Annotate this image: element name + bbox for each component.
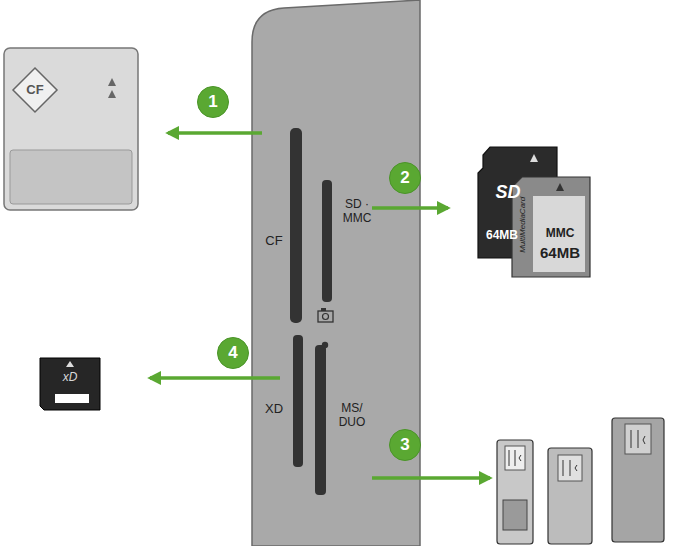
callout-number: 4 [217, 337, 249, 369]
callout-number: 3 [389, 429, 421, 461]
slot-label: CF [258, 233, 290, 249]
pointer-arrow [168, 131, 262, 135]
callout-number: 1 [197, 86, 229, 118]
callout-number-text: 2 [400, 168, 409, 188]
pointer-arrow [372, 476, 490, 480]
cf-card [4, 48, 138, 210]
callout-number-text: 4 [228, 343, 237, 363]
callout-number-text: 1 [208, 92, 217, 112]
camera-icon [318, 308, 333, 322]
card-capacity: 64MB [535, 244, 585, 262]
slot-label: SD · MMC [336, 197, 378, 226]
xd-slot [293, 335, 303, 467]
pointer-arrow [372, 206, 448, 210]
card-logo: xD [50, 370, 90, 384]
pointer-arrow [150, 376, 280, 380]
xd-card [40, 358, 100, 410]
callout-number: 2 [389, 162, 421, 194]
card-reader-panel [252, 0, 420, 546]
ms-slot [315, 345, 326, 495]
memory-stick-cards [497, 418, 664, 544]
status-light [322, 342, 328, 348]
card-brand: MultiMediaCard [518, 175, 528, 275]
callout-number-text: 3 [400, 435, 409, 455]
slot-label: MS/ DUO [332, 401, 372, 430]
card-logo: CF [16, 82, 54, 98]
sd-slot [322, 180, 332, 302]
cf-slot [290, 128, 302, 323]
slot-label: XD [258, 401, 290, 417]
card-logo: MMC [535, 226, 585, 240]
